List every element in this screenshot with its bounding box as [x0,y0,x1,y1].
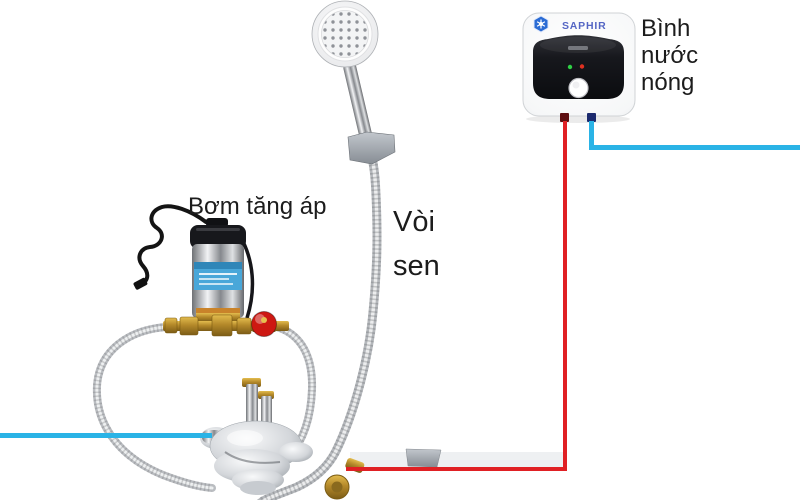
heater-indicator-lights [567,64,585,70]
pump-label-band-stripe [194,262,242,269]
faucet-bell-rim [240,481,276,495]
faucet-right-arm [279,442,313,462]
manifold-fitting [164,317,178,334]
valve-center-cap [261,317,267,323]
water-heater-label: Bình nước nóng [641,15,699,97]
hot-water-line-horizontal [346,467,567,471]
manifold-tee [211,314,233,337]
faucet-highlight [227,430,263,446]
shower-hose-label: Vòi sen [393,206,440,282]
pump-power-cord [137,204,208,286]
panel-gloss [540,37,616,53]
hose-brass-nut-center [331,481,343,493]
faucet-crevice [224,451,281,464]
pump-label-text-line [199,273,237,275]
booster-pump [133,204,255,322]
rail-floor-bracket [405,448,442,468]
floor-shading [350,452,566,468]
faucet-top-pipe [246,384,258,426]
indicator-green-light [567,64,573,70]
heater-cold-inlet [587,113,596,122]
cold-water-line-supply [0,433,212,438]
manifold-fitting [179,316,199,336]
knob-highlight [572,81,580,89]
heater-front-panel [533,35,624,99]
water-heater: SAPHIR [522,12,636,123]
saphir-logo-icon [533,15,549,33]
red-valve-knob [251,311,277,337]
pump-cap-nub [206,218,228,227]
shower-nozzle-dots [321,10,369,58]
shower-faucet [200,378,365,500]
pump-manifold [163,311,289,337]
manifold-fitting [236,317,252,335]
supply-hose-left [97,327,212,488]
heater-brand-text: SAPHIR [562,20,606,32]
pump-base-ring [196,308,240,314]
pump-power-plug [133,277,148,290]
shower-head [311,0,396,165]
heater-shadow [526,115,630,123]
panel-logo-mark [568,46,588,50]
indicator-red-light [579,64,585,69]
shower-bracket [347,131,396,165]
heater-power-knob [568,77,589,99]
cold-water-line-heater-vertical [589,121,594,147]
shower-handle [343,61,373,145]
pump-cap-highlight [196,228,240,231]
cold-water-line-heater-horizontal [589,145,800,150]
heater-hot-outlet [560,113,569,122]
hot-water-line-vertical [563,121,567,470]
pump-label: Bơm tăng áp [188,193,327,220]
pump-label-text-line [199,278,229,280]
pump-label-text-line [199,283,233,285]
